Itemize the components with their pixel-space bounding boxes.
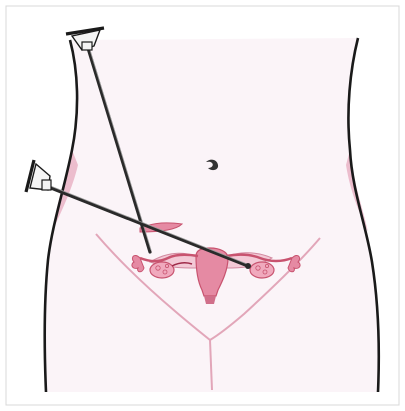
right-ovary-icon xyxy=(250,262,274,278)
instrument-tip xyxy=(245,263,251,269)
left-ovary-icon xyxy=(150,262,174,278)
cervix xyxy=(204,296,216,304)
